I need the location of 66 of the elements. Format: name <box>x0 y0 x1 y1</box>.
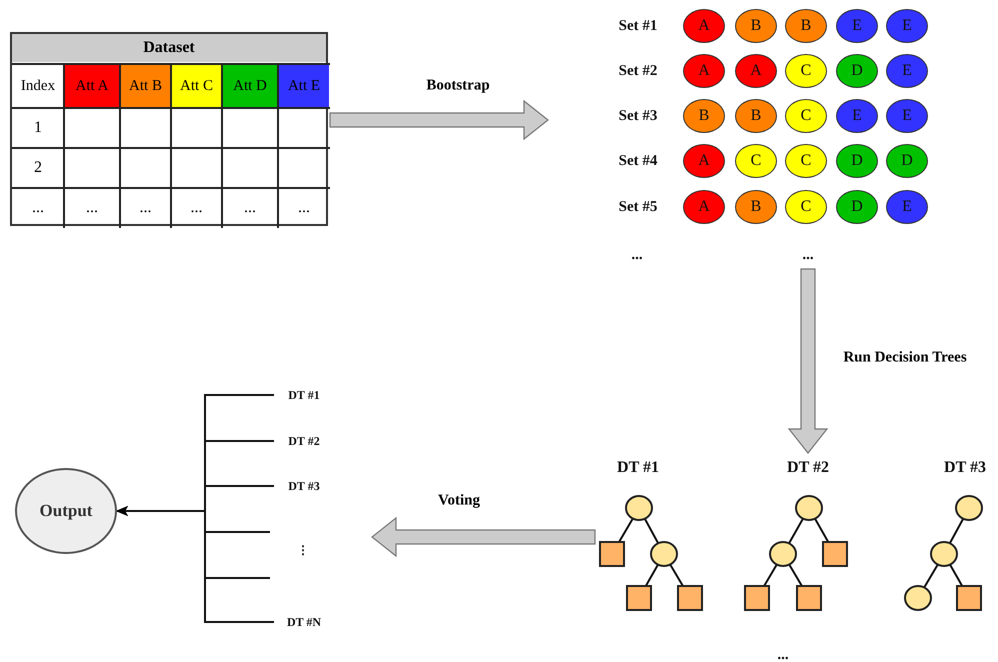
attribute-circle: A <box>683 144 725 178</box>
attribute-circle: E <box>886 9 928 43</box>
set-label: Set #5 <box>618 198 658 216</box>
tree-output-label: DT #3 <box>274 476 334 496</box>
table-cell-text: ... <box>85 198 99 218</box>
table-cell-text: 2 <box>33 158 43 178</box>
ellipsis: ... <box>630 246 644 264</box>
set-label: Set #1 <box>618 16 658 36</box>
attribute-circle: B <box>735 190 777 224</box>
block-arrow <box>371 516 596 558</box>
ellipsis: ... <box>776 646 790 662</box>
set-label: Set #2 <box>618 62 658 80</box>
attribute-circle: D <box>836 54 878 88</box>
attribute-circle: D <box>886 144 928 178</box>
attribute-circle: A <box>683 190 725 224</box>
connector-arrow <box>116 506 274 623</box>
block-arrow <box>788 268 828 454</box>
attribute-circle: B <box>735 99 777 133</box>
set-label: Set #4 <box>618 152 658 170</box>
attribute-circle: E <box>836 99 878 133</box>
table-cell-text: ... <box>243 198 257 218</box>
decision-tree-drawing <box>743 494 849 612</box>
column-header: Att B <box>121 65 170 107</box>
attribute-circle: E <box>836 9 878 43</box>
attribute-circle: D <box>836 190 878 224</box>
tree-title: DT #3 <box>935 457 995 479</box>
table-cell-text: 1 <box>33 118 43 138</box>
tree-output-label: DT #2 <box>274 431 334 451</box>
ellipsis: ... <box>793 245 823 265</box>
column-header: Att D <box>223 65 277 107</box>
attribute-circle: E <box>886 54 928 88</box>
attribute-circle: C <box>785 190 827 224</box>
attribute-circle: C <box>735 144 777 178</box>
data-table <box>10 32 328 226</box>
attribute-circle: B <box>683 99 725 133</box>
set-label: Set #3 <box>618 106 658 126</box>
column-header: Att A <box>65 65 119 107</box>
attribute-circle: E <box>886 99 928 133</box>
decision-tree-drawing <box>903 494 985 612</box>
table-cell-text: ... <box>190 198 204 218</box>
table-title: Dataset <box>12 34 326 62</box>
attribute-circle: D <box>836 144 878 178</box>
output-ellipse: Output <box>15 468 117 554</box>
attribute-circle: A <box>683 9 725 43</box>
attribute-circle: B <box>785 9 827 43</box>
attribute-circle: C <box>785 99 827 133</box>
attribute-circle: E <box>886 190 928 224</box>
attribute-circle: A <box>735 54 777 88</box>
tree-title: DT #2 <box>778 457 838 479</box>
attribute-circle: B <box>735 9 777 43</box>
block-arrow <box>329 100 549 140</box>
edge-label: Bootstrap <box>424 78 492 94</box>
edge-label: Voting <box>436 492 482 510</box>
table-cell-text: ... <box>297 198 311 218</box>
table-cell-text: ... <box>31 198 45 218</box>
table-cell-text: ... <box>138 198 152 218</box>
attribute-circle: C <box>785 54 827 88</box>
attribute-circle: A <box>683 54 725 88</box>
column-header: Att E <box>279 65 329 107</box>
column-header: Att C <box>172 65 221 107</box>
tree-title: DT #1 <box>608 457 668 479</box>
ellipsis: ⋮ <box>296 542 310 558</box>
tree-output-label: DT #1 <box>274 385 334 405</box>
attribute-circle: C <box>785 144 827 178</box>
decision-tree-drawing <box>597 494 704 612</box>
tree-output-label: DT #N <box>274 612 334 632</box>
